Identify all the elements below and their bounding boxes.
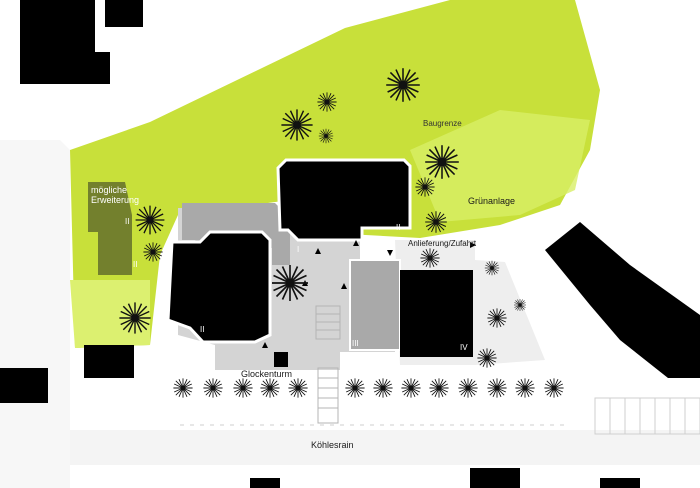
tree-icon [514,377,536,399]
neighbor-sw-1 [0,368,48,403]
arrow-icon [315,248,321,254]
arrow-icon [353,240,359,246]
neighbor-s-1 [250,478,280,488]
tree-icon [172,377,194,399]
building-north [276,158,412,242]
neighbor-nw-1 [20,0,110,84]
arrow-icon [387,250,393,256]
tree-icon [372,377,394,399]
arrow-icon [341,283,347,289]
tree-icon [318,128,334,144]
tree-icon [424,210,448,234]
tree-icon [428,377,450,399]
neighbor-s-3 [600,478,640,488]
numeral-building-south: III [352,339,359,348]
numeral-building-west: II [200,325,205,334]
neighbor-sw-2 [84,345,134,378]
building-south [349,259,401,351]
label-baugrenze: Baugrenze [423,119,462,128]
tree-icon [280,108,314,142]
numeral-building-center: I [297,245,300,254]
tree-icon [486,377,508,399]
numeral-building-east: IV [460,343,468,352]
numeral-extension-b: II [133,260,138,269]
tree-icon [457,377,479,399]
extension [88,182,132,275]
neighbor-east [545,222,700,378]
numeral-building-north: II [396,223,401,232]
tree-icon [484,260,500,276]
label-gruenanlage: Grünanlage [468,196,516,206]
arrow-icon [470,242,476,248]
tree-icon [513,298,527,312]
label-anlieferung-zufahrt: Anlieferung/Zufahrt [408,239,477,248]
west-street [0,140,70,488]
stairs [315,305,341,424]
label-moegliche-erweiterung: mögliche Erweiterung [91,185,140,205]
building-west [166,230,272,344]
label-glockenturm: Glockenturm [241,369,293,379]
label-koehlesrain: Köhlesrain [311,440,354,450]
tree-icon [134,204,166,236]
park-lawn-light [410,110,590,222]
extension-block [88,182,132,275]
tree-icon [316,91,338,113]
tree-icon [486,307,508,329]
tree-icon [543,377,565,399]
tree-icon [271,264,309,302]
arrow-icon [315,228,321,234]
glockenturm-block [274,352,288,367]
tree-icon [287,377,309,399]
tree-icon [476,347,498,369]
tree-icon [232,377,254,399]
koehlesrain-street [0,430,700,465]
numeral-extension-a: II [125,217,130,226]
parking-lot [594,397,700,435]
neighbor-nw-2 [105,0,143,27]
park-lawn-south [70,280,150,348]
parking-area [180,397,700,435]
tree-icon [259,377,281,399]
tree-icon [142,241,164,263]
tree-icon [414,176,436,198]
tree-icon [344,377,366,399]
building-east [400,270,473,357]
arrow-icon [262,342,268,348]
zebra-crossing [317,367,339,424]
neighbor-s-2 [470,468,520,488]
tree-icon [424,144,460,180]
tree-icon [400,377,422,399]
tree-icon [118,301,152,335]
tree-icon [419,247,441,269]
tree-icon [202,377,224,399]
tree-icon [385,67,421,103]
